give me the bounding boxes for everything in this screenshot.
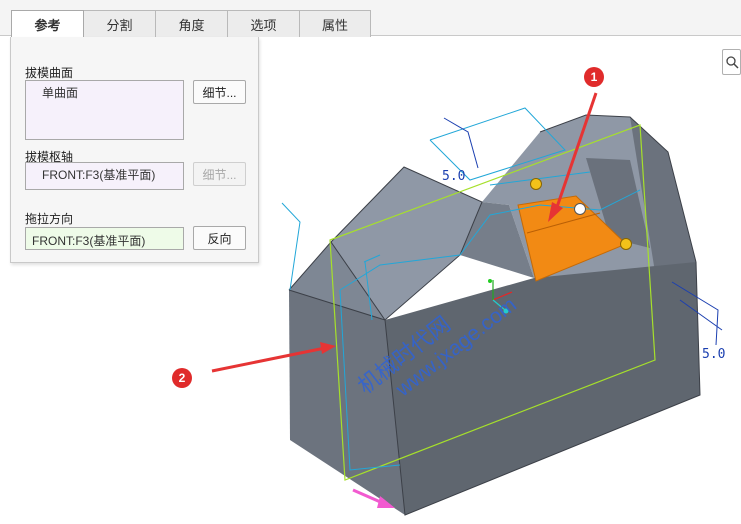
annotation-arrow-2 — [211, 342, 336, 373]
drag-handle-yellow-1[interactable] — [530, 178, 542, 190]
dimension-leaders — [443, 117, 723, 346]
draft-hinge-details-button: 细节... — [193, 162, 246, 186]
model-pocket-right-wall[interactable] — [586, 158, 650, 248]
datum-plane-front-f3[interactable] — [329, 124, 656, 481]
model-pocket-wall[interactable] — [460, 202, 534, 278]
view-orientation-button[interactable] — [722, 49, 741, 75]
pull-direction-arrow — [352, 488, 395, 508]
tab-options[interactable]: 选项 — [227, 10, 300, 37]
draft-hinge-label: 拔模枢轴 — [25, 150, 74, 164]
pull-direction-collector[interactable]: FRONT:F3(基准平面) — [25, 227, 184, 250]
drag-handle-yellow-2[interactable] — [620, 238, 632, 250]
tab-split[interactable]: 分割 — [83, 10, 156, 37]
draft-hinge-collector[interactable]: FRONT:F3(基准平面) — [25, 162, 184, 190]
tab-references[interactable]: 参考 — [11, 10, 84, 38]
draft-preview-wireframe — [281, 107, 641, 471]
tab-bar: 参考 分割 角度 选项 属性 — [0, 0, 741, 38]
model-canvas[interactable] — [0, 37, 741, 524]
model-front-face[interactable] — [385, 262, 700, 515]
graphics-viewport[interactable]: 5.0 5.0 机械时代网 www.jxage.com — [0, 37, 741, 524]
draft-surface-label: 拔模曲面 — [25, 66, 74, 80]
drag-handle-white[interactable] — [574, 203, 586, 215]
tab-angle[interactable]: 角度 — [155, 10, 228, 37]
dimension-label-1[interactable]: 5.0 — [442, 169, 466, 184]
flip-direction-button[interactable]: 反向 — [193, 226, 246, 250]
callout-1: 1 — [584, 67, 604, 87]
dimension-label-2[interactable]: 5.0 — [702, 347, 726, 362]
model-right-face[interactable] — [630, 117, 696, 272]
tab-properties[interactable]: 属性 — [299, 10, 371, 37]
draft-surface-details-button[interactable]: 细节... — [193, 80, 246, 104]
pull-direction-label: 拖拉方向 — [25, 212, 74, 226]
annotation-arrow-1 — [548, 92, 598, 222]
search-icon — [726, 56, 739, 69]
callout-2: 2 — [172, 368, 192, 388]
coordinate-triad-icon — [488, 279, 513, 314]
draft-surface-collector[interactable]: 单曲面 — [25, 80, 184, 140]
references-panel: 拔模曲面 单曲面 细节... 拔模枢轴 FRONT:F3(基准平面) 细节...… — [10, 37, 259, 263]
